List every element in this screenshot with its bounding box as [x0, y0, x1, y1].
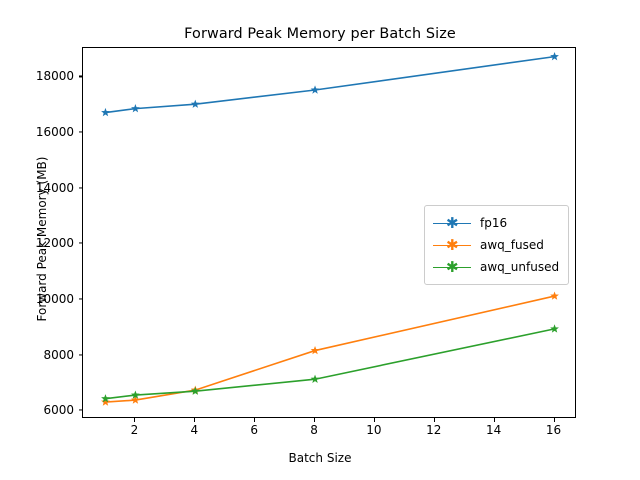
data-point-marker: [550, 324, 559, 333]
star-marker-icon: ✱: [446, 214, 459, 232]
legend-line-icon: [433, 266, 471, 269]
legend-item-awq-fused[interactable]: ✱ awq_fused: [433, 234, 559, 256]
data-point-marker: [190, 99, 200, 108]
legend-swatch-fp16: ✱: [433, 214, 471, 232]
data-point-marker: [310, 345, 320, 355]
legend-line-icon: [433, 244, 471, 247]
data-point-marker: [101, 394, 110, 403]
x-tick-label: 2: [130, 423, 139, 437]
chart-legend[interactable]: ✱ fp16 ✱ awq_fused ✱ awq_unfused: [424, 205, 570, 285]
legend-swatch-awq-fused: ✱: [433, 236, 471, 254]
x-tick-label: 14: [486, 423, 502, 437]
legend-item-awq-unfused[interactable]: ✱ awq_unfused: [433, 256, 559, 278]
legend-swatch-awq-unfused: ✱: [433, 258, 471, 276]
legend-label-fp16: fp16: [480, 216, 508, 230]
x-tick-label: 8: [310, 423, 318, 437]
y-tick-label: 18000: [35, 69, 74, 84]
data-point-marker: [310, 85, 320, 94]
data-point-marker: [101, 107, 110, 117]
data-point-marker: [550, 291, 559, 300]
x-tick-label: 10: [366, 423, 382, 437]
data-point-marker: [131, 104, 140, 113]
star-marker-icon: ✱: [446, 258, 459, 276]
plot-lines: [101, 52, 559, 406]
x-tick-label: 6: [250, 423, 258, 437]
x-tick-label: 4: [190, 423, 199, 437]
series-line-awq_unfused: [105, 328, 555, 400]
legend-label-awq-fused: awq_fused: [480, 238, 544, 252]
data-point-marker: [131, 395, 140, 404]
x-tick-label: 12: [426, 423, 442, 437]
plot-area: [82, 47, 576, 418]
data-point-marker: [190, 386, 200, 395]
y-tick-label: 6000: [43, 403, 74, 418]
data-point-marker: [101, 397, 110, 406]
data-point-marker: [310, 374, 320, 383]
y-axis-label: Forward Peak Memory (MB): [35, 156, 49, 322]
star-marker-icon: ✱: [446, 236, 459, 254]
legend-line-icon: [433, 222, 471, 225]
chart-title: Forward Peak Memory per Batch Size: [184, 26, 456, 42]
series-line-awq_fused: [105, 295, 555, 403]
x-axis-label: Batch Size: [288, 451, 352, 465]
series-line-fp16: [105, 55, 555, 114]
data-point-marker: [131, 390, 140, 399]
data-point-marker: [550, 52, 559, 61]
legend-label-awq-unfused: awq_unfused: [480, 260, 560, 274]
legend-item-fp16[interactable]: ✱ fp16: [433, 212, 559, 234]
x-tick-label: 16: [545, 423, 562, 437]
